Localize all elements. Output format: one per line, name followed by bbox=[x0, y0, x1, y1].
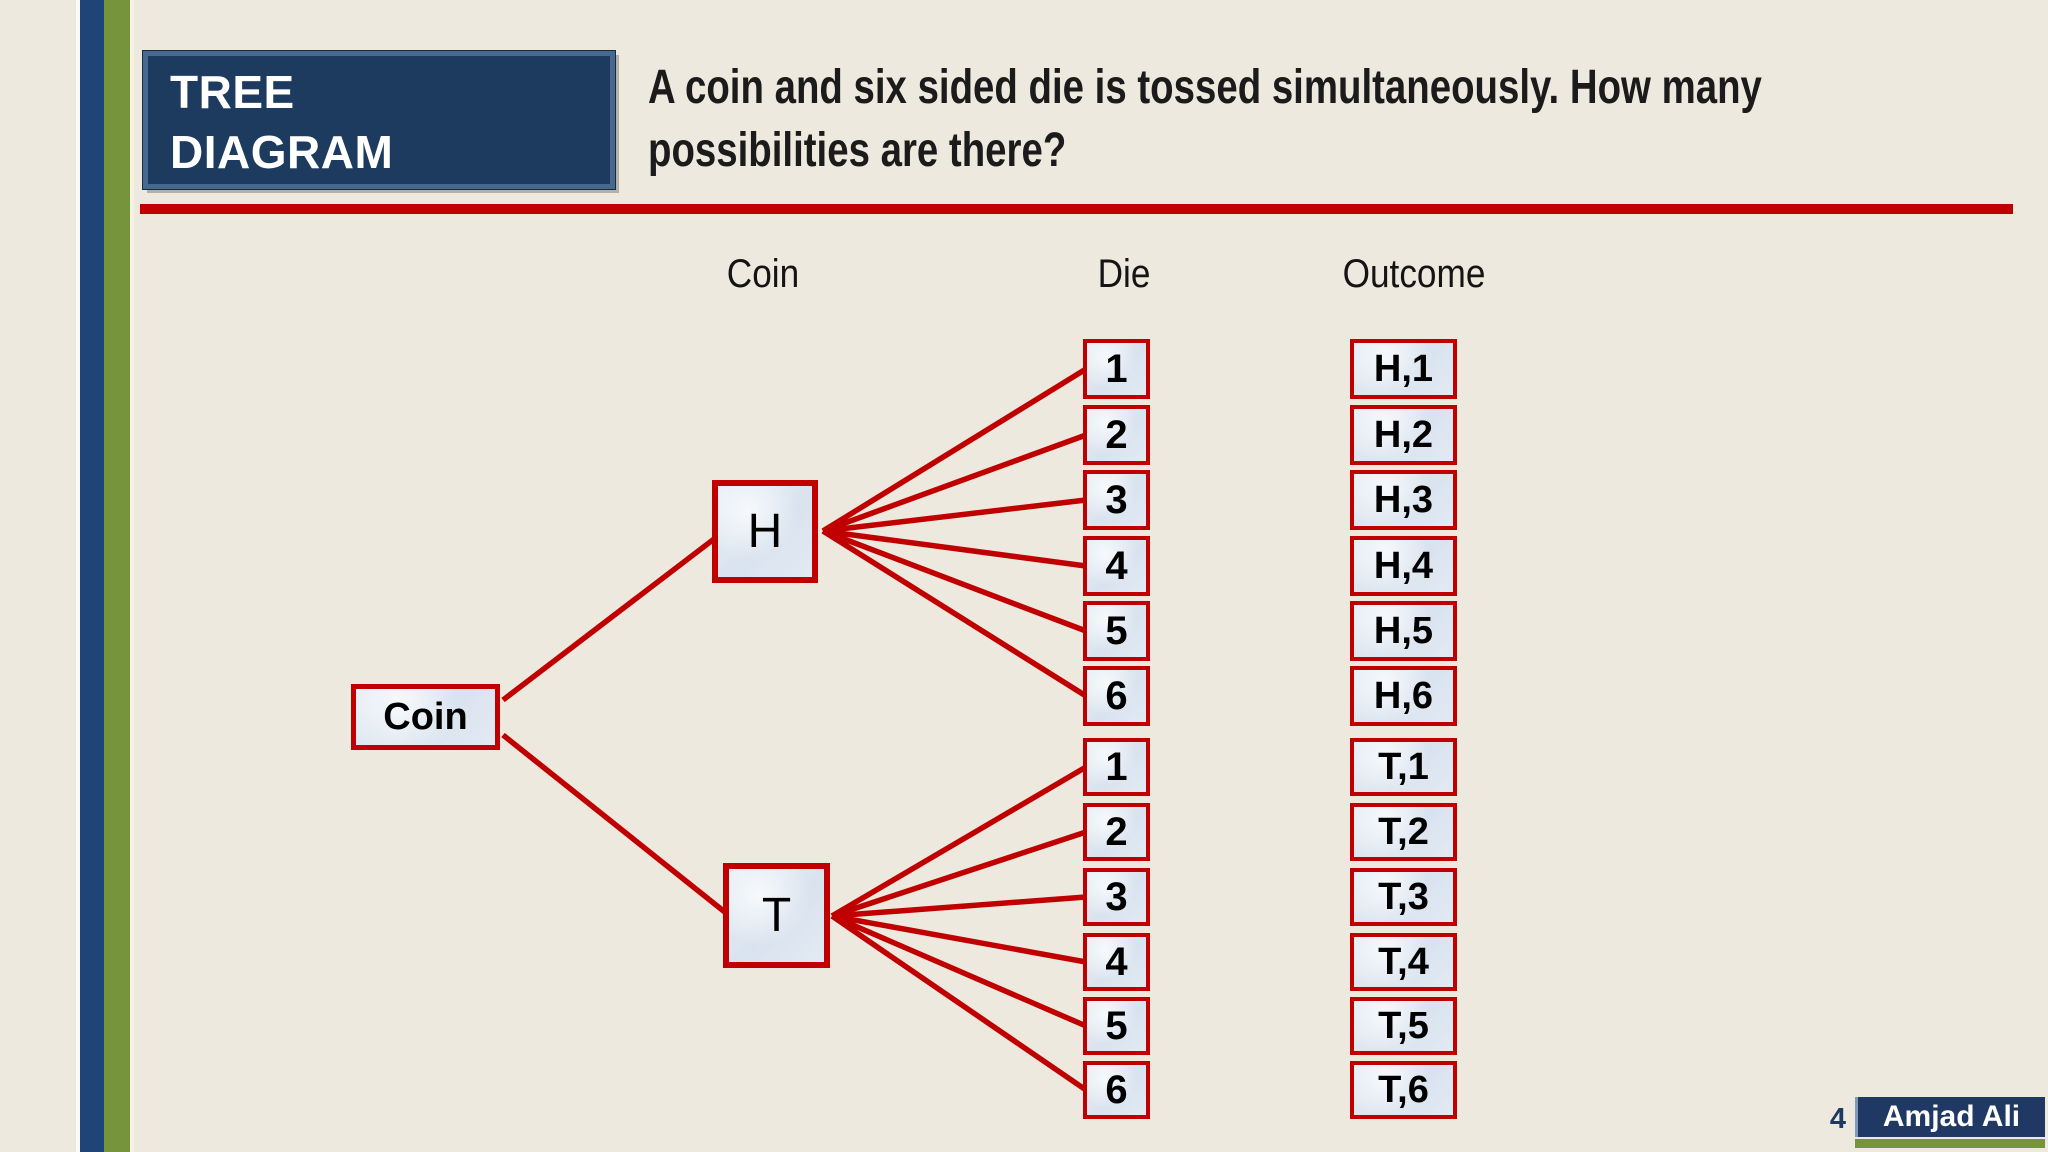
header-divider-rule bbox=[140, 204, 2013, 214]
die-box-t-6: 6 bbox=[1083, 1061, 1150, 1119]
left-stripe-pale bbox=[130, 0, 134, 1152]
question-line-1: A coin and six sided die is tossed simul… bbox=[648, 61, 1762, 114]
left-gutter-highlight bbox=[76, 0, 80, 1152]
outcome-box-h-4: H,4 bbox=[1350, 536, 1457, 596]
die-box-t-3: 3 bbox=[1083, 868, 1150, 926]
die-box-t-5: 5 bbox=[1083, 997, 1150, 1055]
die-box-h-6: 6 bbox=[1083, 666, 1150, 726]
outcome-box-h-2: H,2 bbox=[1350, 405, 1457, 465]
outcome-box-t-4: T,4 bbox=[1350, 933, 1457, 991]
left-stripe-green bbox=[104, 0, 130, 1152]
outcome-box-t-6: T,6 bbox=[1350, 1061, 1457, 1119]
author-underline bbox=[1855, 1139, 2045, 1148]
outcome-box-h-5: H,5 bbox=[1350, 601, 1457, 661]
slide-title: TREE DIAGRAM bbox=[142, 50, 616, 190]
die-box-h-3: 3 bbox=[1083, 470, 1150, 530]
root-node-coin: Coin bbox=[351, 684, 500, 750]
outcome-box-h-6: H,6 bbox=[1350, 666, 1457, 726]
branch-node-heads: H bbox=[712, 480, 818, 583]
column-header-outcome: Outcome bbox=[1342, 252, 1486, 296]
die-box-h-4: 4 bbox=[1083, 536, 1150, 596]
outcome-box-h-1: H,1 bbox=[1350, 339, 1457, 399]
outcome-box-t-3: T,3 bbox=[1350, 868, 1457, 926]
die-box-h-5: 5 bbox=[1083, 601, 1150, 661]
outcome-box-h-3: H,3 bbox=[1350, 470, 1457, 530]
page-number: 4 bbox=[1829, 1103, 1846, 1135]
die-box-h-2: 2 bbox=[1083, 405, 1150, 465]
outcome-box-t-5: T,5 bbox=[1350, 997, 1457, 1055]
question-line-2: possibilities are there? bbox=[648, 124, 1067, 177]
die-box-t-2: 2 bbox=[1083, 803, 1150, 861]
slide-title-line-1: TREE bbox=[170, 66, 295, 118]
author-badge: Amjad Ali bbox=[1855, 1097, 2045, 1137]
branch-node-tails: T bbox=[723, 863, 830, 968]
column-header-coin: Coin bbox=[726, 252, 800, 296]
left-stripe-blue bbox=[80, 0, 104, 1152]
die-box-t-4: 4 bbox=[1083, 933, 1150, 991]
die-box-t-1: 1 bbox=[1083, 738, 1150, 796]
die-box-h-1: 1 bbox=[1083, 339, 1150, 399]
outcome-box-t-2: T,2 bbox=[1350, 803, 1457, 861]
outcome-box-t-1: T,1 bbox=[1350, 738, 1457, 796]
column-header-die: Die bbox=[1097, 252, 1151, 296]
slide-title-line-2: DIAGRAM bbox=[170, 126, 394, 178]
question-text: A coin and six sided die is tossed simul… bbox=[648, 56, 2040, 182]
